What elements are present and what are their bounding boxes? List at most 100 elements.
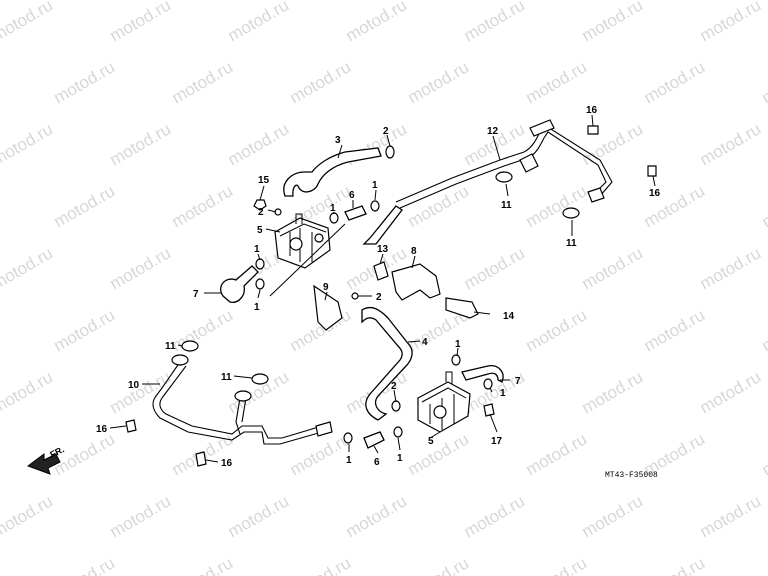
clamp-1-g [343,432,353,444]
callout-6-b: 6 [374,457,380,468]
watermark-text: motod.ru [107,243,175,293]
callout-2-a: 2 [383,126,389,137]
watermark-text: motod.ru [107,491,175,541]
watermark-text: motod.ru [169,181,237,231]
watermark-text: motod.ru [0,243,56,293]
clamp-1-c [255,258,265,270]
watermark-text: motod.ru [523,181,591,231]
callout-1-e: 1 [455,339,461,350]
hose-7-lower [461,365,504,383]
bracket-8 [391,263,441,301]
clamp-1-b [370,200,380,212]
clamp-2-lower [391,400,401,412]
watermark-text: motod.ru [169,57,237,107]
watermark-text: motod.ru [343,491,411,541]
grommet-11-d [251,373,269,385]
watermark-text: motod.ru [697,367,765,417]
watermark-text: motod.ru [579,491,647,541]
callout-15: 15 [258,175,270,186]
watermark-text: motod.ru [579,0,647,45]
pair-valve-5-lower [417,371,471,433]
callout-3: 3 [335,135,341,146]
hose-13-connector [362,205,403,245]
watermark-text: motod.ru [641,553,709,576]
part-14 [445,297,479,319]
callout-2-b: 2 [258,207,264,218]
watermark-text: motod.ru [405,429,473,479]
watermark-text: motod.ru [0,491,56,541]
callout-13: 13 [377,244,389,255]
watermark-text: motod.ru [579,243,647,293]
callout-2-d: 2 [391,381,397,392]
watermark-text: motod.ru [641,57,709,107]
watermark-text: motod.ru [697,243,765,293]
watermark-text: motod.ru [51,305,119,355]
callout-5-b: 5 [428,436,434,447]
watermark-text: motod.ru [759,553,768,576]
callout-14: 14 [503,311,515,322]
callout-5-a: 5 [257,225,263,236]
watermark-text: motod.ru [405,553,473,576]
clamp-2-upper [385,145,395,159]
callout-11-a: 11 [501,200,512,211]
clamp-1-f [483,378,493,390]
watermark-text: motod.ru [697,119,765,169]
watermark-text: motod.ru [579,367,647,417]
pipe-12 [395,119,613,209]
callout-11-c: 11 [165,341,176,352]
watermark-text: motod.ru [523,553,591,576]
hose-6-upper [344,205,367,221]
diagram-code: MT43-F35008 [605,471,658,480]
watermark-text: motod.ru [0,0,56,45]
pair-valve-5-upper [274,213,331,269]
watermark-text: motod.ru [405,57,473,107]
watermark-text: motod.ru [461,0,529,45]
bolt-15 [253,199,267,211]
watermark-text: motod.ru [461,243,529,293]
watermark-text: motod.ru [405,181,473,231]
watermark-text: motod.ru [697,491,765,541]
clamp-1-h [393,426,403,438]
grommet-11-c [181,340,199,352]
callout-2-c: 2 [376,292,382,303]
watermark-text: motod.ru [225,119,293,169]
hose-3 [283,147,382,197]
watermark-text: motod.ru [0,367,56,417]
watermark-text: motod.ru [51,553,119,576]
watermark-text: motod.ru [225,491,293,541]
callout-1-f: 1 [500,388,506,399]
bolt-16-a [587,125,599,135]
watermark-text: motod.ru [107,119,175,169]
callout-1-b: 1 [372,180,378,191]
callout-1-c: 1 [254,244,260,255]
watermark-text: motod.ru [287,57,355,107]
bracket-9 [313,284,343,331]
callout-16-c: 16 [96,424,108,435]
watermark-text: motod.ru [169,553,237,576]
callout-11-d: 11 [221,372,232,383]
watermark-text: motod.ru [287,553,355,576]
hose-4 [361,306,413,421]
hose-6-lower [363,431,385,449]
callout-7-b: 7 [515,376,521,387]
callout-16-d: 16 [221,458,233,469]
watermark-text: motod.ru [641,305,709,355]
watermark-text: motod.ru [107,0,175,45]
bolt-17 [483,403,495,417]
grommet-11-a [495,171,513,183]
watermark-text: motod.ru [759,429,768,479]
watermark-text: motod.ru [225,0,293,45]
grommet-11-b [562,207,580,219]
bolt-16-d [195,451,207,467]
callout-16-a: 16 [586,105,598,116]
callout-1-a: 1 [330,203,336,214]
callout-9: 9 [323,282,329,293]
watermark-text: motod.ru [759,305,768,355]
callout-1-g: 1 [346,455,352,466]
watermark-text: motod.ru [0,119,56,169]
watermark-text: motod.ru [461,491,529,541]
watermark-text: motod.ru [759,57,768,107]
